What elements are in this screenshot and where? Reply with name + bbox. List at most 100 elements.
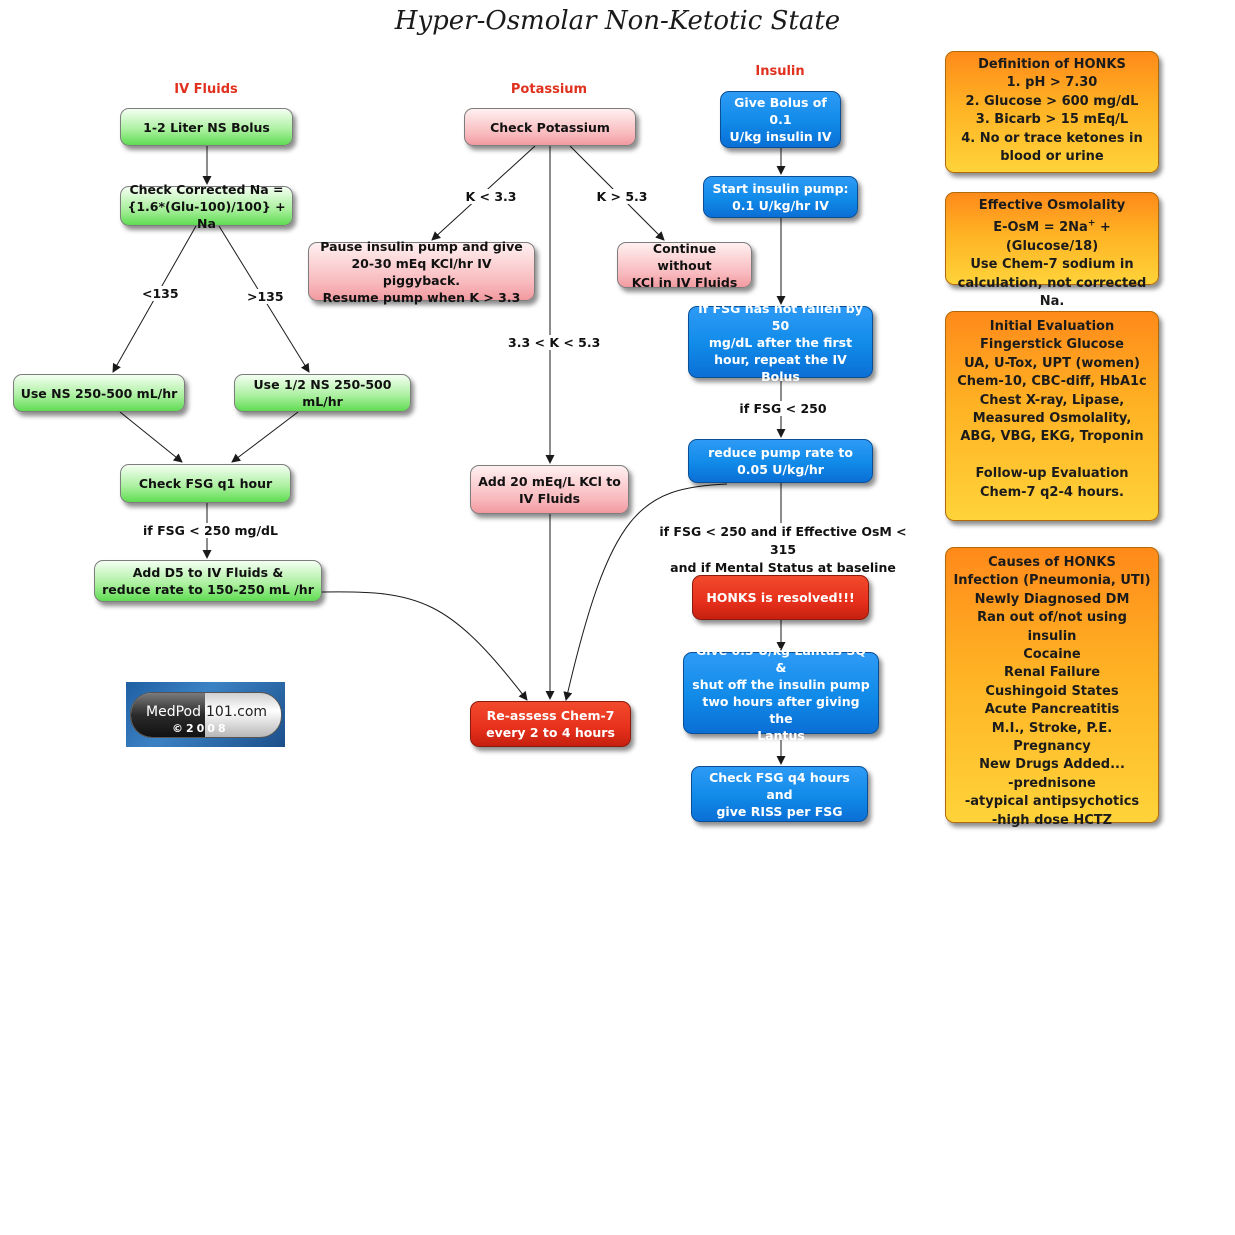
- definition-item-4: 4. No or trace ketones in: [961, 130, 1143, 146]
- osmolality-formula-a: E-OsM = 2Na: [993, 220, 1088, 236]
- edge-label-k-mid: 3.3 < K < 5.3: [506, 335, 601, 350]
- node-use-ns: Use NS 250-500 mL/hr: [13, 374, 185, 412]
- node-continue-without-kcl-line-1: Continue without: [652, 240, 717, 273]
- followup-item-1: Chem-7 q2-4 hours.: [980, 484, 1124, 500]
- followup-title: Follow-up Evaluation: [975, 466, 1129, 482]
- node-add-kcl: Add 20 mEq/L KCl to IV Fluids: [470, 465, 629, 514]
- info-box-causes: Causes of HONKS Infection (Pneumonia, UT…: [945, 547, 1159, 828]
- evaluation-item-6: ABG, VBG, EKG, Troponin: [960, 429, 1144, 445]
- definition-title: Definition of HONKS: [978, 57, 1126, 72]
- node-check-fsg-riss-line-1: Check FSG q4 hours and: [709, 769, 850, 802]
- medpod-logo: MedPod 101.com ©2008: [126, 682, 285, 747]
- osmolality-note-1: Use Chem-7 sodium in: [970, 257, 1134, 273]
- resolution-criteria-line-2: and if Mental Status at baseline: [670, 560, 896, 575]
- edge-label-fsg-250-mgdl: if FSG < 250 mg/dL: [141, 523, 278, 538]
- node-start-insulin-pump-line-1: Start insulin pump:: [712, 181, 849, 196]
- logo-year: ©2008: [172, 722, 229, 735]
- evaluation-item-4: Chest X-ray, Lipase,: [979, 392, 1125, 408]
- osmolality-title: Effective Osmolality: [978, 198, 1126, 213]
- osmolality-formula-b: + (Glucose/18): [1005, 220, 1111, 254]
- node-repeat-bolus-line-1: If FSG has not fallen by 50: [698, 300, 863, 333]
- node-repeat-bolus: If FSG has not fallen by 50 mg/dL after …: [688, 301, 873, 384]
- node-reassess-chem7-line-1: Re-assess Chem-7: [486, 708, 615, 723]
- evaluation-item-2: UA, U-Tox, UPT (women): [964, 355, 1140, 371]
- causes-item-9: Pregnancy: [1013, 739, 1091, 755]
- node-use-half-ns: Use 1/2 NS 250-500 mL/hr: [234, 374, 411, 412]
- node-reduce-pump-rate-line-2: 0.05 U/kg/hr: [737, 462, 824, 477]
- node-add-kcl-line-2: IV Fluids: [518, 490, 581, 506]
- logo-capsule: [130, 692, 282, 738]
- definition-item-2: 2. Glucose > 600 mg/dL: [965, 93, 1139, 109]
- node-check-corrected-na: Check Corrected Na = {1.6*(Glu-100)/100}…: [120, 182, 293, 231]
- edge-label-resolution-criteria: if FSG < 250 and if Effective OsM < 315 …: [654, 523, 912, 577]
- node-reassess-chem7-line-2: every 2 to 4 hours: [486, 725, 615, 740]
- node-pause-insulin-line-2: 20-30 mEq KCl/hr IV piggyback.: [351, 255, 492, 288]
- info-box-definition: Definition of HONKS 1. pH > 7.30 2. Gluc…: [945, 51, 1159, 173]
- edge-label-fsg-250: if FSG < 250: [737, 401, 829, 416]
- edge-reduce-to-reassess: [563, 483, 728, 701]
- causes-item-7: Acute Pancreatitis: [984, 702, 1120, 718]
- node-start-insulin-pump: Start insulin pump: 0.1 U/kg/hr IV: [703, 176, 858, 218]
- node-ns-bolus-text: 1-2 Liter NS Bolus: [143, 119, 270, 135]
- node-lantus: Give 0.5 U/kg Lantus SQ & shut off the i…: [683, 643, 879, 743]
- causes-title: Causes of HONKS: [988, 555, 1116, 570]
- resolution-criteria-line-1: if FSG < 250 and if Effective OsM < 315: [659, 524, 907, 557]
- evaluation-title: Initial Evaluation: [989, 319, 1115, 334]
- info-box-evaluation: Initial Evaluation Fingerstick Glucose U…: [945, 311, 1159, 521]
- logo-capsule-dark-half: [131, 693, 205, 737]
- page-title: Hyper-Osmolar Non-Ketotic State: [394, 6, 841, 36]
- column-header-insulin: Insulin: [755, 64, 805, 79]
- definition-item-1: 1. pH > 7.30: [1006, 75, 1098, 91]
- definition-item-3: 3. Bicarb > 15 mEq/L: [975, 112, 1129, 128]
- node-pause-insulin-line-1: Pause insulin pump and give: [320, 238, 523, 254]
- node-use-half-ns-text: Use 1/2 NS 250-500 mL/hr: [253, 377, 392, 409]
- node-add-d5-line-2: reduce rate to 150-250 mL /hr: [102, 582, 314, 597]
- node-check-fsg-q1h: Check FSG q1 hour: [120, 464, 291, 503]
- causes-item-12: -atypical antipsychotics: [964, 794, 1140, 810]
- osmolality-note-2: calculation, not corrected Na.: [957, 275, 1147, 310]
- definition-item-4-cont: blood or urine: [1000, 149, 1104, 165]
- node-lantus-line-3: two hours after giving the: [702, 694, 860, 726]
- edge-ns-to-check-fsg: [119, 411, 183, 463]
- node-reduce-pump-rate: reduce pump rate to 0.05 U/kg/hr: [688, 439, 873, 483]
- evaluation-item-3: Chem-10, CBC-diff, HbA1c: [957, 374, 1147, 390]
- osmolality-formula: E-OsM = 2Na+ + (Glucose/18): [952, 219, 1152, 256]
- logo-text-left: MedPod: [146, 704, 201, 720]
- edge-label-k-lt33: K < 3.3: [462, 189, 520, 204]
- node-pause-insulin: Pause insulin pump and give 20-30 mEq KC…: [308, 239, 535, 305]
- causes-item-5: Renal Failure: [1003, 665, 1101, 681]
- node-lantus-line-2: shut off the insulin pump: [692, 677, 870, 692]
- causes-item-3: Ran out of/not using insulin: [977, 610, 1127, 644]
- edge-label-na-gt135: >135: [245, 289, 284, 304]
- causes-item-1: Infection (Pneumonia, UTI): [953, 573, 1151, 589]
- info-box-effective-osmolality: Effective Osmolality E-OsM = 2Na+ + (Glu…: [945, 192, 1159, 309]
- node-insulin-bolus-line-1: Give Bolus of 0.1: [734, 95, 827, 127]
- node-start-insulin-pump-line-2: 0.1 U/kg/hr IV: [732, 198, 829, 213]
- node-honks-resolved: HONKS is resolved!!!: [692, 575, 869, 620]
- causes-item-8: M.I., Stroke, P.E.: [991, 720, 1113, 736]
- node-check-corrected-na-line-1: Check Corrected Na =: [129, 181, 284, 197]
- osmolality-formula-sup: +: [1087, 219, 1096, 230]
- causes-item-6: Cushingoid States: [985, 683, 1119, 699]
- edge-label-na-lt135: <135: [140, 286, 179, 301]
- node-honks-resolved-text: HONKS is resolved!!!: [706, 590, 855, 605]
- logo-text-right: 101.com: [206, 704, 268, 720]
- node-reduce-pump-rate-line-1: reduce pump rate to: [708, 445, 853, 460]
- node-check-corrected-na-line-2: {1.6*(Glu-100)/100} + Na: [127, 198, 286, 231]
- node-lantus-line-1: Give 0.5 U/kg Lantus SQ &: [696, 643, 866, 675]
- causes-item-11: -prednisone: [1008, 775, 1096, 791]
- node-lantus-line-4: Lantus: [757, 728, 805, 743]
- node-check-fsg-riss: Check FSG q4 hours and give RISS per FSG: [691, 766, 868, 822]
- evaluation-item-1: Fingerstick Glucose: [980, 337, 1124, 353]
- node-add-kcl-line-1: Add 20 mEq/L KCl to: [478, 473, 621, 489]
- edge-half-ns-to-check-fsg: [231, 411, 299, 463]
- node-reassess-chem7: Re-assess Chem-7 every 2 to 4 hours: [470, 701, 631, 747]
- node-check-fsg-riss-line-2: give RISS per FSG: [716, 803, 843, 819]
- node-insulin-bolus-line-2: U/kg insulin IV: [729, 129, 832, 144]
- node-repeat-bolus-line-2: mg/dL after the first: [708, 334, 853, 350]
- node-add-d5: Add D5 to IV Fluids & reduce rate to 150…: [94, 560, 322, 602]
- node-repeat-bolus-line-3: hour, repeat the IV Bolus: [714, 351, 847, 384]
- node-ns-bolus: 1-2 Liter NS Bolus: [120, 108, 293, 146]
- node-check-potassium-text: Check Potassium: [490, 119, 610, 135]
- node-add-d5-line-1: Add D5 to IV Fluids &: [132, 565, 284, 580]
